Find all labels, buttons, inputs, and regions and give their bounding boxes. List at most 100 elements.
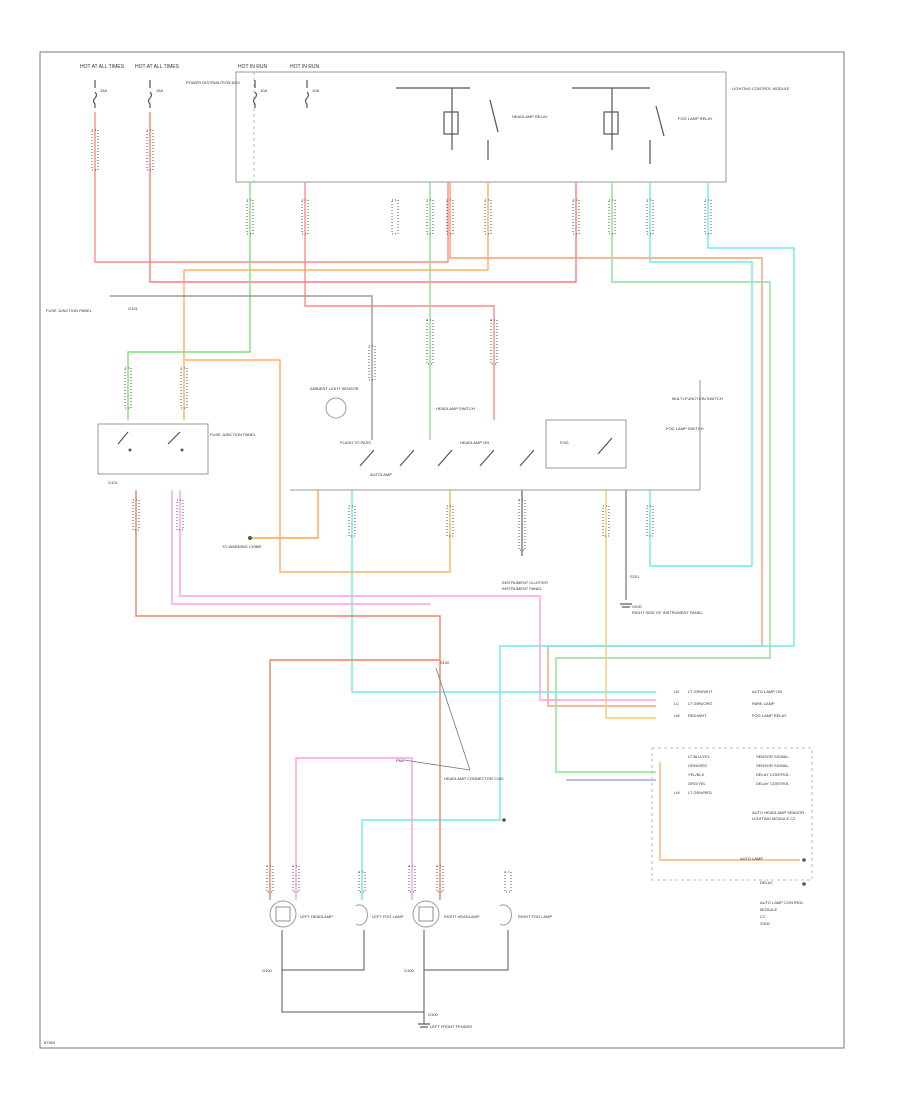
conn-upper-wire-2: LT GRN/ORG — [688, 701, 713, 706]
g-label: G101 — [108, 480, 119, 485]
fuse-note-ref: G101 — [128, 306, 139, 311]
right-conn-sub3: AUTO LAMP — [740, 856, 763, 861]
fuse-left-1-rating: 15A — [100, 88, 107, 93]
fuse-panel-note: POWER DISTRIBUTION BOX — [186, 80, 240, 85]
wire-black-ground — [281, 930, 509, 1024]
fuse-mid-1-rating: 10A — [260, 88, 267, 93]
connector-dot — [502, 818, 506, 822]
relay-left-symbol — [396, 87, 499, 160]
ground-bottom-label: G100 — [428, 1012, 439, 1017]
ground-bottom-note: LEFT FRONT FENDER — [430, 1024, 472, 1029]
wire-network — [94, 112, 800, 1024]
fuse-symbols — [92, 80, 310, 108]
right-bottom-label: AUTO LAMP CONTROL — [760, 900, 804, 905]
wire-green-right — [555, 182, 771, 773]
conn-upper-func-1: AUTO LAMP ON — [752, 689, 782, 694]
dimmer-switch-label: HEADLAMP SWITCH — [436, 406, 475, 411]
fog-on-label: FOG — [560, 440, 569, 445]
conn-upper-wire-3: RED/WHT — [688, 713, 707, 718]
fuse-block-label: FUSE JUNCTION PANEL — [210, 432, 257, 437]
wire-orange-br — [659, 762, 800, 861]
wire-yellow — [605, 490, 656, 719]
conn-upper-func-3: FOG LAMP RELAY — [752, 713, 787, 718]
left-fog-lamp — [355, 904, 368, 926]
wire-label-pink: PNK — [396, 758, 405, 763]
flash-to-pass-label: FLASH TO PASS — [340, 440, 371, 445]
fuse-mid-2-label: HOT IN RUN — [290, 64, 319, 70]
fuse-left-2-label: HOT AT ALL TIMES — [135, 64, 180, 70]
lh-fog-label: LEFT FOG LAMP — [372, 914, 404, 919]
fuse-note-left: FUSE JUNCTION PANEL — [46, 308, 93, 313]
diagram-frame — [39, 51, 845, 1049]
headlamp-on-label: HEADLAMP ON — [460, 440, 489, 445]
wire-cyan-module — [649, 182, 753, 567]
conn-lower-func-3: DELAY CONTROL — [756, 772, 790, 777]
wire-red-second — [149, 112, 577, 283]
right-conn-title2: LIGHTING MODULE C2 — [752, 816, 796, 821]
ambient-sensor-symbol — [325, 397, 347, 419]
wire-pink-2 — [179, 490, 656, 701]
rh-headlamp-label: RIGHT HEADLAMP — [444, 914, 480, 919]
wire-red-headlamp-left — [269, 659, 440, 900]
right-conn-sub4: DELAY — [760, 880, 773, 885]
headlamp-relay-contacts — [117, 431, 184, 452]
lighting-control-module-box — [235, 71, 727, 183]
headlamp-relay-box — [97, 423, 209, 475]
conn-lower-pin-5: LM — [674, 790, 680, 795]
lh-headlamp-label: LEFT HEADLAMP — [300, 914, 333, 919]
conn-bottom-pin-1 — [802, 858, 806, 862]
conn-bottom-pin-2 — [802, 882, 806, 886]
headlamp-switch-label: MULTI-FUNCTION SWITCH — [672, 396, 723, 401]
headlamp-switch-housing — [290, 380, 701, 491]
connector-upper: LB LT GRN/WHT AUTO LAMP ON LC LT GRN/ORG… — [674, 689, 787, 718]
relay-right-symbol — [572, 87, 665, 164]
instrument-label: INSTRUMENT CLUSTER — [502, 580, 548, 585]
wire-orange-hl — [185, 359, 451, 573]
wire-black-leader — [403, 667, 471, 771]
fuse-mid-2-rating: 10A — [312, 88, 319, 93]
conn-upper-wire-1: LT GRN/WHT — [688, 689, 713, 694]
auto-lamp-label: AUTOLAMP — [370, 472, 392, 477]
ground-right-note: RIGHT SIDE OF INSTRUMENT PANEL — [632, 610, 703, 615]
relay-left-label: HEADLAMP RELAY — [512, 114, 548, 119]
conn-lower-func-1: SENSOR SIGNAL — [756, 754, 789, 759]
rh-fog-label: RIGHT FOG LAMP — [518, 914, 552, 919]
ground-bottom-symbol — [418, 1023, 430, 1028]
wire-hatches — [91, 129, 712, 893]
fog-switch-label: FOG LAMP SWITCH — [666, 426, 704, 431]
ground-left-lamp: G100 — [262, 968, 273, 973]
wire-cyan-mid — [351, 490, 656, 693]
ground-right-symbol — [620, 603, 632, 608]
conn-upper-pin-3: LM — [674, 713, 680, 718]
connector-lower: LT BLU/YEL SENSOR SIGNAL GRN/ORG SENSOR … — [674, 754, 790, 795]
ambient-sensor-label: AMBIENT LIGHT SENSOR — [310, 386, 359, 391]
wire-red-headlamp — [135, 490, 441, 900]
conn-lower-wire-4: ORG/YEL — [688, 781, 707, 786]
page-code: 87963 — [44, 1040, 56, 1045]
wire-orange-left — [183, 182, 489, 420]
splice-note: S100 — [440, 660, 450, 665]
warning-connector — [248, 536, 252, 540]
left-headlamp — [269, 900, 297, 928]
right-bottom-label4: G300 — [760, 921, 771, 926]
right-headlamp — [412, 900, 440, 928]
wire-cyan-right — [361, 182, 795, 900]
conn-lower-wire-5: LT GRN/RED — [688, 790, 712, 795]
fuse-left-2-rating: 15A — [156, 88, 163, 93]
lighting-module-label: LIGHTING CONTROL MODULE — [732, 86, 790, 91]
right-fog-lamp — [499, 904, 512, 926]
conn-lower-wire-3: YEL/BLK — [688, 772, 705, 777]
wire-red-left — [94, 112, 449, 263]
connector-note: HEADLAMP CONNECTOR C100 — [444, 776, 504, 781]
ground-right-lamp: G100 — [404, 968, 415, 973]
fuse-mid-1-label: HOT IN RUN — [238, 64, 267, 70]
wire-red-module — [304, 182, 495, 420]
wire-pink-1 — [171, 490, 430, 605]
conn-lower-wire-2: GRN/ORG — [688, 763, 707, 768]
right-conn-title: AUTO HEADLAMP SENSOR — [752, 810, 804, 815]
conn-upper-func-2: PARK LAMP — [752, 701, 775, 706]
wire-green-switch — [127, 182, 251, 420]
ground-splice-label: S201 — [630, 574, 640, 579]
conn-lower-func-4: DELAY CONTROL — [756, 781, 790, 786]
